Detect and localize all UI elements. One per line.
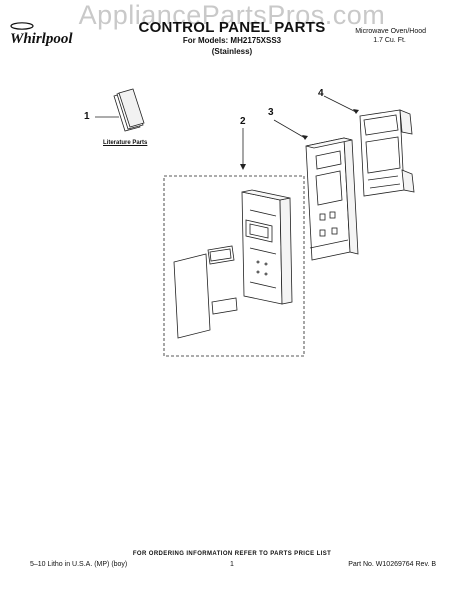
callout-2-arrow-icon xyxy=(240,164,246,170)
ordering-info: FOR ORDERING INFORMATION REFER TO PARTS … xyxy=(132,551,332,557)
control-panel-part[interactable] xyxy=(241,189,293,305)
literature-parts-label: Literature Parts xyxy=(103,140,148,146)
callout-4-arrow-icon xyxy=(353,109,359,114)
assembly-2-box xyxy=(163,175,305,357)
display-lens-part[interactable] xyxy=(207,245,235,265)
model-info: Microwave Oven/Hood 1.7 Cu. Ft. xyxy=(355,27,426,45)
watermark: AppliancePartsPros.com xyxy=(78,0,386,30)
callout-3: 3 xyxy=(268,107,274,118)
panel-label-part[interactable] xyxy=(211,297,238,315)
mounting-bracket-part[interactable] xyxy=(359,109,415,197)
print-info: 5–10 Litho in U.S.A. (MP) (boy) xyxy=(30,561,128,568)
part-number: Part No. W10269764 Rev. B xyxy=(348,561,436,568)
page-title: CONTROL PANEL PARTS xyxy=(138,19,326,36)
models-line: For Models: MH2175XSS3 xyxy=(182,36,282,45)
callout-3-leader xyxy=(273,119,306,139)
product-type: Microwave Oven/Hood xyxy=(355,28,426,35)
callout-1: 1 xyxy=(84,111,90,122)
finish-label: (Stainless) xyxy=(211,47,253,56)
callout-2: 2 xyxy=(240,116,246,127)
callout-4-leader xyxy=(323,95,357,113)
callout-4: 4 xyxy=(318,88,324,99)
brand-swoosh-icon xyxy=(10,22,34,30)
page-number: 1 xyxy=(230,561,234,568)
literature-parts-booklet[interactable] xyxy=(113,88,145,132)
brand-name: Whirlpool xyxy=(10,31,73,47)
product-capacity: 1.7 Cu. Ft. xyxy=(373,37,406,44)
keypad-membrane-part[interactable] xyxy=(173,253,211,339)
control-panel-frame-part[interactable] xyxy=(305,137,359,261)
brand-logo: Whirlpool xyxy=(10,22,73,48)
callout-3-arrow-icon xyxy=(302,135,308,140)
